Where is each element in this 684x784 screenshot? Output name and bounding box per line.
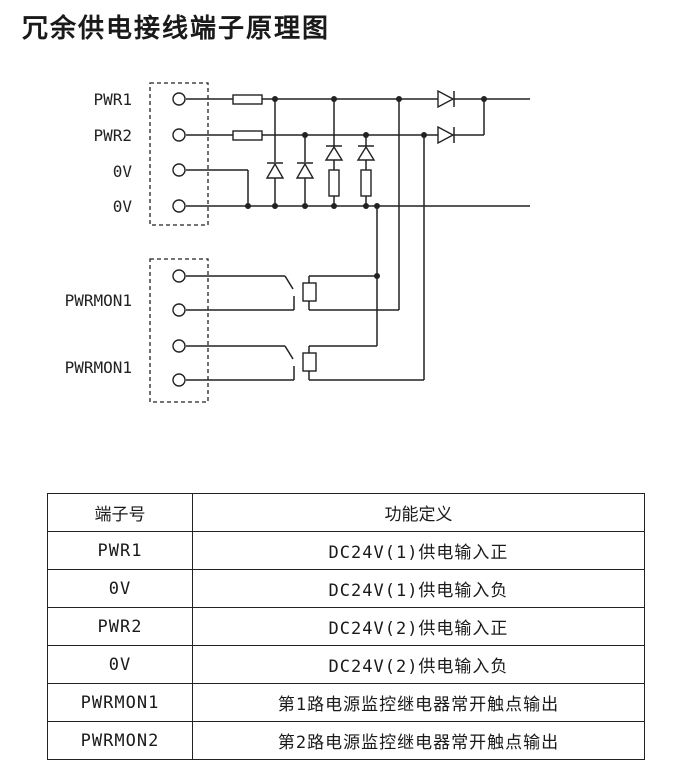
diode-2 [437, 125, 455, 145]
table-row: 0V DC24V(1)供电输入负 [47, 569, 645, 608]
header-terminal-no: 端子号 [47, 493, 193, 532]
fuse-1 [232, 94, 263, 105]
label-pwrmon1-a: PWRMON1 [65, 291, 132, 310]
table-row: PWRMON1 第1路电源监控继电器常开触点输出 [47, 683, 645, 722]
table-row: PWR2 DC24V(2)供电输入正 [47, 607, 645, 646]
label-pwr1: PWR1 [93, 90, 132, 109]
terminal-definition-table: 端子号 功能定义 PWR1 DC24V(1)供电输入正 0V DC24V(1)供… [47, 493, 645, 760]
pwr2-wire [186, 99, 485, 145]
relay-feed-wires [376, 99, 425, 380]
terminal-circles [172, 92, 186, 387]
power-terminal-block [149, 82, 209, 226]
monitor-terminal-block [149, 258, 209, 403]
cell-code: 0V [47, 645, 193, 684]
junction-dots [245, 96, 487, 279]
fuse-2 [232, 130, 263, 141]
cell-desc: DC24V(2)供电输入正 [192, 607, 645, 646]
cell-desc: DC24V(1)供电输入正 [192, 531, 645, 570]
cell-code: PWR2 [47, 607, 193, 646]
table-row: PWRMON2 第2路电源监控继电器常开触点输出 [47, 721, 645, 760]
tvs-diodes [265, 99, 315, 206]
cell-desc: 第1路电源监控继电器常开触点输出 [192, 683, 645, 722]
cell-code: PWRMON2 [47, 721, 193, 760]
wiring-diagram: PWR1 PWR2 0V 0V PWRMON1 PWRMON1 [65, 82, 530, 403]
cell-code: PWR1 [47, 531, 193, 570]
label-0v-a: 0V [113, 162, 133, 181]
cell-desc: 第2路电源监控继电器常开触点输出 [192, 721, 645, 760]
monitor-wires [186, 275, 295, 381]
page-title: 冗余供电接线端子原理图 [22, 14, 331, 44]
cell-code: 0V [47, 569, 193, 608]
table-row: 0V DC24V(2)供电输入负 [47, 645, 645, 684]
label-0v-b: 0V [113, 197, 133, 216]
indicator-branches [324, 99, 376, 206]
table-row: PWR1 DC24V(1)供电输入正 [47, 531, 645, 570]
diode-1 [437, 89, 455, 109]
cell-code: PWRMON1 [47, 683, 193, 722]
label-pwr2: PWR2 [93, 126, 132, 145]
relay-2 [302, 345, 424, 381]
cell-desc: DC24V(2)供电输入负 [192, 645, 645, 684]
pwr1-wire [186, 89, 530, 109]
cell-desc: DC24V(1)供电输入负 [192, 569, 645, 608]
relay-1 [302, 275, 399, 311]
gnd-wires [186, 169, 530, 207]
label-pwrmon1-b: PWRMON1 [65, 358, 132, 377]
header-function: 功能定义 [192, 493, 645, 532]
